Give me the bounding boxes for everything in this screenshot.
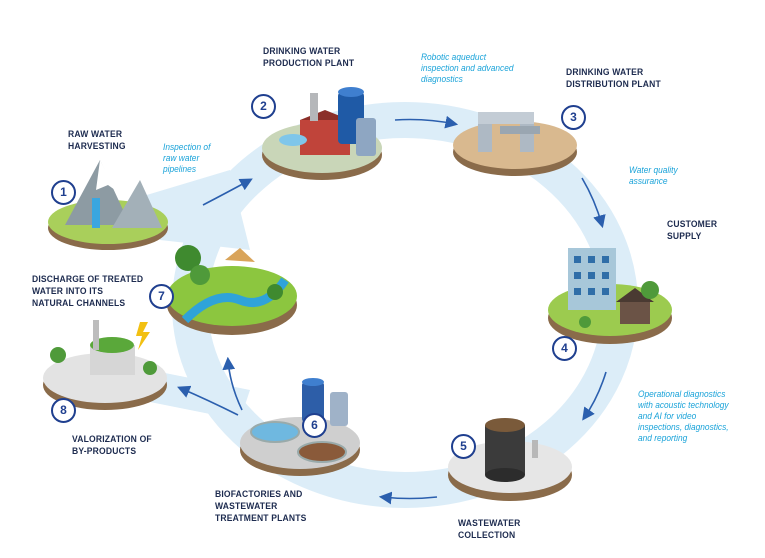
stage-2-illustration — [262, 87, 382, 180]
flow-arrow-3-4 — [581, 177, 606, 229]
stage-4-label: CUSTOMER SUPPLY — [667, 219, 718, 242]
stage-1-label: RAW WATER HARVESTING — [68, 129, 126, 152]
annotation-quality-assurance: Water quality assurance — [629, 165, 678, 187]
stage-6-illustration — [240, 378, 360, 476]
stage-3-illustration — [453, 112, 577, 176]
stage-5-badge: 5 — [451, 434, 476, 459]
stage-3-badge: 3 — [561, 105, 586, 130]
flow-arrow-1-2 — [202, 178, 253, 206]
stage-4-badge: 4 — [552, 336, 577, 361]
stage-2-badge: 2 — [251, 94, 276, 119]
annotation-raw-water-inspection: Inspection of raw water pipelines — [163, 142, 211, 175]
stage-1-badge: 1 — [51, 180, 76, 205]
stage-7-label: DISCHARGE OF TREATED WATER INTO ITS NATU… — [32, 274, 144, 309]
stage-6-badge: 6 — [302, 413, 327, 438]
stage-5-illustration — [448, 418, 572, 501]
flow-arrow-6-8 — [177, 385, 239, 416]
stage-2-label: DRINKING WATER PRODUCTION PLANT — [263, 46, 355, 69]
annotation-aqueduct-inspection: Robotic aqueduct inspection and advanced… — [421, 52, 514, 85]
stage-8-label: VALORIZATION OF BY-PRODUCTS — [72, 434, 152, 457]
stage-3-label: DRINKING WATER DISTRIBUTION PLANT — [566, 67, 661, 90]
flow-arrow-4-5 — [582, 371, 607, 421]
stage-8-badge: 8 — [51, 398, 76, 423]
flow-arrow-6-7 — [222, 356, 243, 411]
stage-1-illustration — [48, 160, 168, 250]
stage-8-illustration — [43, 320, 167, 410]
stage-4-illustration — [548, 248, 672, 344]
annotation-operational-diagnostics: Operational diagnostics with acoustic te… — [638, 389, 729, 444]
stage-5-label: WASTEWATER COLLECTION — [458, 518, 521, 541]
stage-7-badge: 7 — [149, 284, 174, 309]
stage-6-label: BIOFACTORIES AND WASTEWATER TREATMENT PL… — [215, 489, 307, 524]
flow-arrow-5-6 — [378, 491, 438, 505]
flow-arrows — [177, 115, 607, 505]
stage-7-illustration — [167, 245, 297, 335]
flow-arrow-2-3 — [394, 115, 459, 129]
